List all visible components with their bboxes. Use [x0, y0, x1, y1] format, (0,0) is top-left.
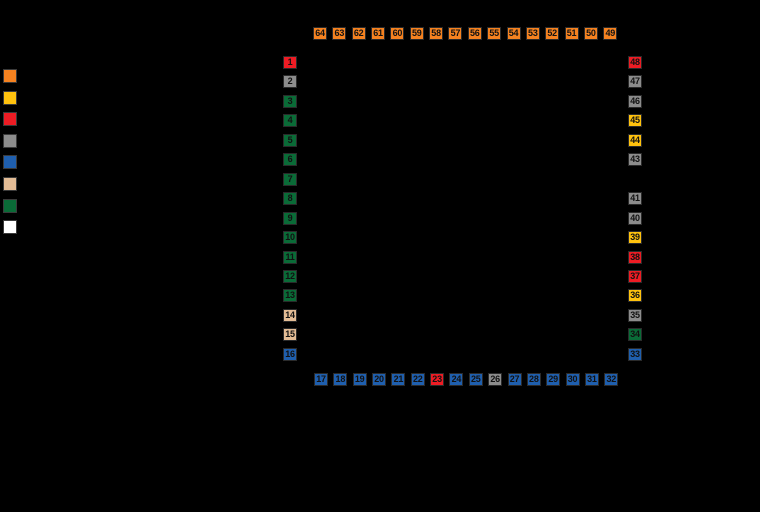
legend-item-red — [3, 112, 23, 127]
legend-item-tan — [3, 177, 23, 191]
pin-33: 33 — [628, 347, 642, 361]
pin-30: 30 — [565, 373, 580, 386]
pin-17: 17 — [314, 373, 328, 386]
pin-41: 41 — [628, 192, 642, 206]
pin-31: 31 — [584, 373, 599, 386]
legend-item-orange — [3, 69, 23, 83]
pin-51: 51 — [564, 27, 579, 40]
pin-25: 25 — [468, 373, 483, 386]
pin-62: 62 — [351, 27, 366, 40]
pin-5: 5 — [283, 133, 297, 147]
pin-18: 18 — [333, 373, 348, 386]
pin-46: 46 — [628, 94, 642, 108]
pin-61: 61 — [371, 27, 386, 40]
legend-item-green — [3, 198, 23, 213]
legend-swatch-tan — [3, 177, 17, 191]
pin-49: 49 — [603, 27, 618, 40]
pin-57: 57 — [448, 27, 463, 40]
pin-4: 4 — [283, 114, 297, 128]
legend-item-blue — [3, 155, 23, 170]
pin-36: 36 — [628, 289, 642, 303]
pin-1: 1 — [283, 56, 297, 69]
pin-43: 43 — [628, 153, 642, 167]
pin-40: 40 — [628, 211, 642, 225]
pin-16: 16 — [283, 347, 297, 361]
pin-3: 3 — [283, 94, 297, 108]
pin-20: 20 — [372, 373, 387, 386]
pin-28: 28 — [526, 373, 541, 386]
pin-59: 59 — [409, 27, 424, 40]
pin-38: 38 — [628, 250, 642, 264]
legend-item-yellow — [3, 90, 23, 105]
pin-9: 9 — [283, 211, 297, 225]
pin-55: 55 — [487, 27, 502, 40]
pin-27: 27 — [507, 373, 522, 386]
pin-11: 11 — [283, 250, 297, 264]
pin-50: 50 — [583, 27, 598, 40]
pin-64: 64 — [313, 27, 327, 40]
pin-8: 8 — [283, 192, 297, 206]
pin-23: 23 — [430, 373, 445, 386]
pin-39: 39 — [628, 231, 642, 245]
legend-item-white — [3, 220, 23, 235]
pin-13: 13 — [283, 289, 297, 303]
pin-63: 63 — [332, 27, 347, 40]
pin-21: 21 — [391, 373, 406, 386]
legend-swatch-yellow — [3, 90, 17, 105]
pin-12: 12 — [283, 269, 297, 283]
pin-48: 48 — [628, 56, 642, 69]
pin-29: 29 — [546, 373, 561, 386]
pin-19: 19 — [352, 373, 367, 386]
pin-22: 22 — [410, 373, 425, 386]
pin-60: 60 — [390, 27, 405, 40]
pin-37: 37 — [628, 269, 642, 283]
pin-58: 58 — [429, 27, 444, 40]
pin-34: 34 — [628, 328, 642, 342]
pin-26: 26 — [488, 373, 503, 386]
chip-body — [303, 46, 621, 366]
pin-7: 7 — [283, 172, 297, 186]
pin-14: 14 — [283, 308, 297, 322]
legend-swatch-gray — [3, 133, 17, 148]
pin-44: 44 — [628, 133, 642, 147]
legend-swatch-green — [3, 198, 17, 213]
pin-52: 52 — [545, 27, 560, 40]
pin-53: 53 — [525, 27, 540, 40]
legend-item-gray — [3, 133, 23, 148]
legend-swatch-blue — [3, 155, 17, 170]
pin-10: 10 — [283, 231, 297, 245]
pin-2: 2 — [283, 75, 297, 89]
pin-35: 35 — [628, 308, 642, 322]
pin-24: 24 — [449, 373, 464, 386]
legend-swatch-red — [3, 112, 17, 127]
pin-45: 45 — [628, 114, 642, 128]
pin-47: 47 — [628, 75, 642, 89]
pin-6: 6 — [283, 153, 297, 167]
legend-swatch-orange — [3, 69, 17, 83]
pin-54: 54 — [506, 27, 521, 40]
pin-56: 56 — [467, 27, 482, 40]
pin-15: 15 — [283, 328, 297, 342]
pin-32: 32 — [604, 373, 619, 386]
legend-swatch-white — [3, 220, 17, 235]
